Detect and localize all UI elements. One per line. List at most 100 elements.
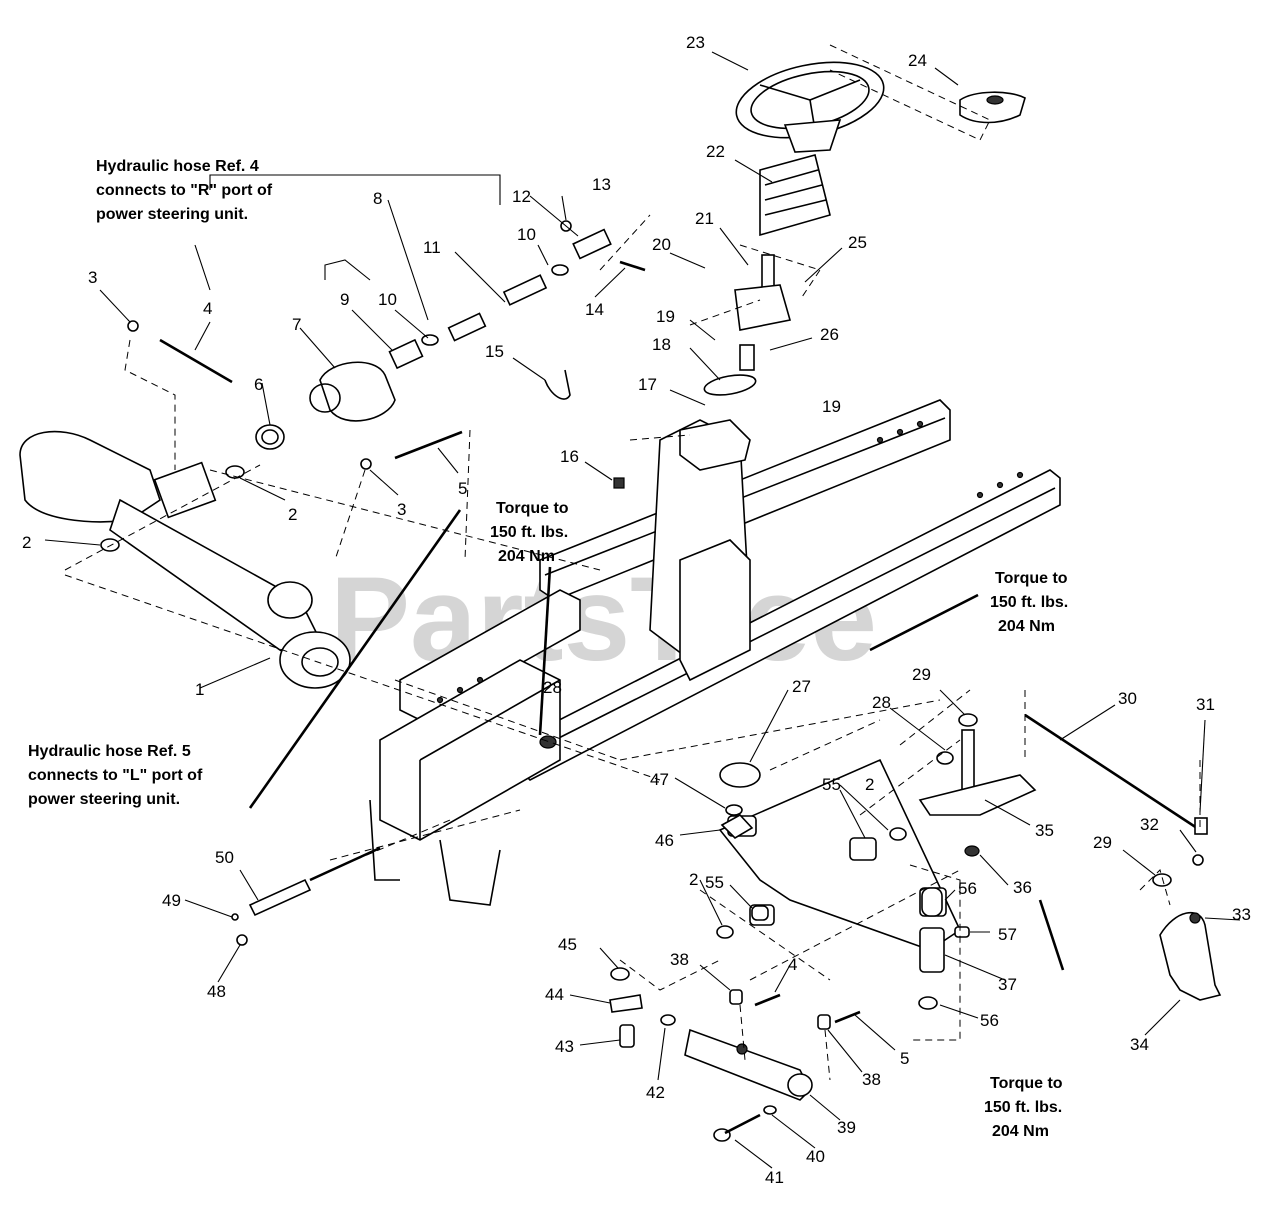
label-23: 23 (686, 33, 705, 52)
label-4: 4 (203, 299, 212, 318)
label-1: 1 (195, 680, 204, 699)
label-40: 40 (806, 1147, 825, 1166)
label-17: 17 (638, 375, 657, 394)
label-33: 33 (1232, 905, 1251, 924)
label-13: 13 (592, 175, 611, 194)
label-8: 8 (373, 189, 382, 208)
label-2: 2 (865, 775, 874, 794)
label-47: 47 (650, 770, 669, 789)
svg-text:150 ft. lbs.: 150 ft. lbs. (490, 524, 568, 541)
label-49: 49 (162, 891, 181, 910)
lower-cylinder (231, 846, 381, 946)
svg-text:204 Nm: 204 Nm (498, 548, 555, 565)
steering-cap (959, 91, 1026, 124)
label-28: 28 (543, 678, 562, 697)
steering-wheel (735, 61, 885, 153)
label-25: 25 (848, 233, 867, 252)
note-torque-frame: Torque to 150 ft. lbs. 204 Nm (490, 500, 569, 565)
main-frame (369, 399, 1061, 906)
label-41: 41 (765, 1168, 784, 1187)
svg-text:Torque to: Torque to (995, 570, 1068, 587)
label-6: 6 (254, 375, 263, 394)
label-24: 24 (908, 51, 927, 70)
label-30: 30 (1118, 689, 1137, 708)
svg-text:power steering unit.: power steering unit. (96, 206, 248, 223)
svg-text:150 ft. lbs.: 150 ft. lbs. (984, 1099, 1062, 1116)
label-10: 10 (378, 290, 397, 309)
label-56: 56 (958, 879, 977, 898)
label-2: 2 (22, 533, 31, 552)
label-46: 46 (655, 831, 674, 850)
label-3: 3 (397, 500, 406, 519)
label-4: 4 (788, 955, 797, 974)
alignment-lines (64, 44, 1201, 1081)
steering-shaft-parts (127, 220, 646, 489)
label-19: 19 (822, 397, 841, 416)
label-31: 31 (1196, 695, 1215, 714)
label-56: 56 (980, 1011, 999, 1030)
label-27: 27 (792, 677, 811, 696)
svg-text:204 Nm: 204 Nm (992, 1123, 1049, 1140)
note-hose-r: Hydraulic hose Ref. 4 connects to "R" po… (96, 158, 273, 223)
label-29: 29 (912, 665, 931, 684)
svg-text:connects to "L" port of: connects to "L" port of (28, 767, 203, 784)
label-28: 28 (872, 693, 891, 712)
part-number-labels: 1 2 2 2 2 3 3 4 4 5 5 6 7 8 9 10 10 11 1… (22, 33, 1251, 1187)
svg-text:Hydraulic hose Ref. 4: Hydraulic hose Ref. 4 (96, 158, 259, 175)
label-36: 36 (1013, 878, 1032, 897)
label-19: 19 (656, 307, 675, 326)
label-39: 39 (837, 1118, 856, 1137)
label-38: 38 (862, 1070, 881, 1089)
svg-text:150 ft. lbs.: 150 ft. lbs. (990, 594, 1068, 611)
label-57: 57 (998, 925, 1017, 944)
label-2: 2 (288, 505, 297, 524)
svg-text:connects to "R" port of: connects to "R" port of (96, 182, 273, 199)
label-16: 16 (560, 447, 579, 466)
rear-axle-assembly (19, 430, 351, 689)
note-torque-axle: Torque to 150 ft. lbs. 204 Nm (984, 1075, 1063, 1140)
steering-cylinder (609, 967, 861, 1142)
label-34: 34 (1130, 1035, 1149, 1054)
label-12: 12 (512, 187, 531, 206)
label-21: 21 (695, 209, 714, 228)
label-11: 11 (423, 238, 441, 257)
label-55: 55 (705, 873, 724, 892)
label-42: 42 (646, 1083, 665, 1102)
label-5: 5 (458, 479, 467, 498)
svg-text:Torque to: Torque to (990, 1075, 1063, 1092)
label-32: 32 (1140, 815, 1159, 834)
note-hose-l: Hydraulic hose Ref. 5 connects to "L" po… (28, 743, 203, 808)
label-5: 5 (900, 1049, 909, 1068)
label-37: 37 (998, 975, 1017, 994)
label-10: 10 (517, 225, 536, 244)
label-55: 55 (822, 775, 841, 794)
label-48: 48 (207, 982, 226, 1001)
svg-text:Hydraulic hose Ref. 5: Hydraulic hose Ref. 5 (28, 743, 191, 760)
label-18: 18 (652, 335, 671, 354)
svg-text:Torque to: Torque to (496, 500, 569, 517)
steering-boot (759, 154, 831, 237)
note-torque-spindle: Torque to 150 ft. lbs. 204 Nm (990, 570, 1068, 635)
label-9: 9 (340, 290, 349, 309)
label-50: 50 (215, 848, 234, 867)
label-14: 14 (585, 300, 604, 319)
label-7: 7 (292, 315, 301, 334)
label-38: 38 (670, 950, 689, 969)
label-15: 15 (485, 342, 504, 361)
label-35: 35 (1035, 821, 1054, 840)
label-26: 26 (820, 325, 839, 344)
label-43: 43 (555, 1037, 574, 1056)
label-3: 3 (88, 268, 97, 287)
label-45: 45 (558, 935, 577, 954)
svg-text:power steering unit.: power steering unit. (28, 791, 180, 808)
label-29: 29 (1093, 833, 1112, 852)
label-2: 2 (689, 870, 698, 889)
label-22: 22 (706, 142, 725, 161)
label-20: 20 (652, 235, 671, 254)
front-axle-assembly (100, 465, 1222, 1010)
label-44: 44 (545, 985, 564, 1004)
leader-lines (44, 51, 1241, 1169)
svg-text:204 Nm: 204 Nm (998, 618, 1055, 635)
